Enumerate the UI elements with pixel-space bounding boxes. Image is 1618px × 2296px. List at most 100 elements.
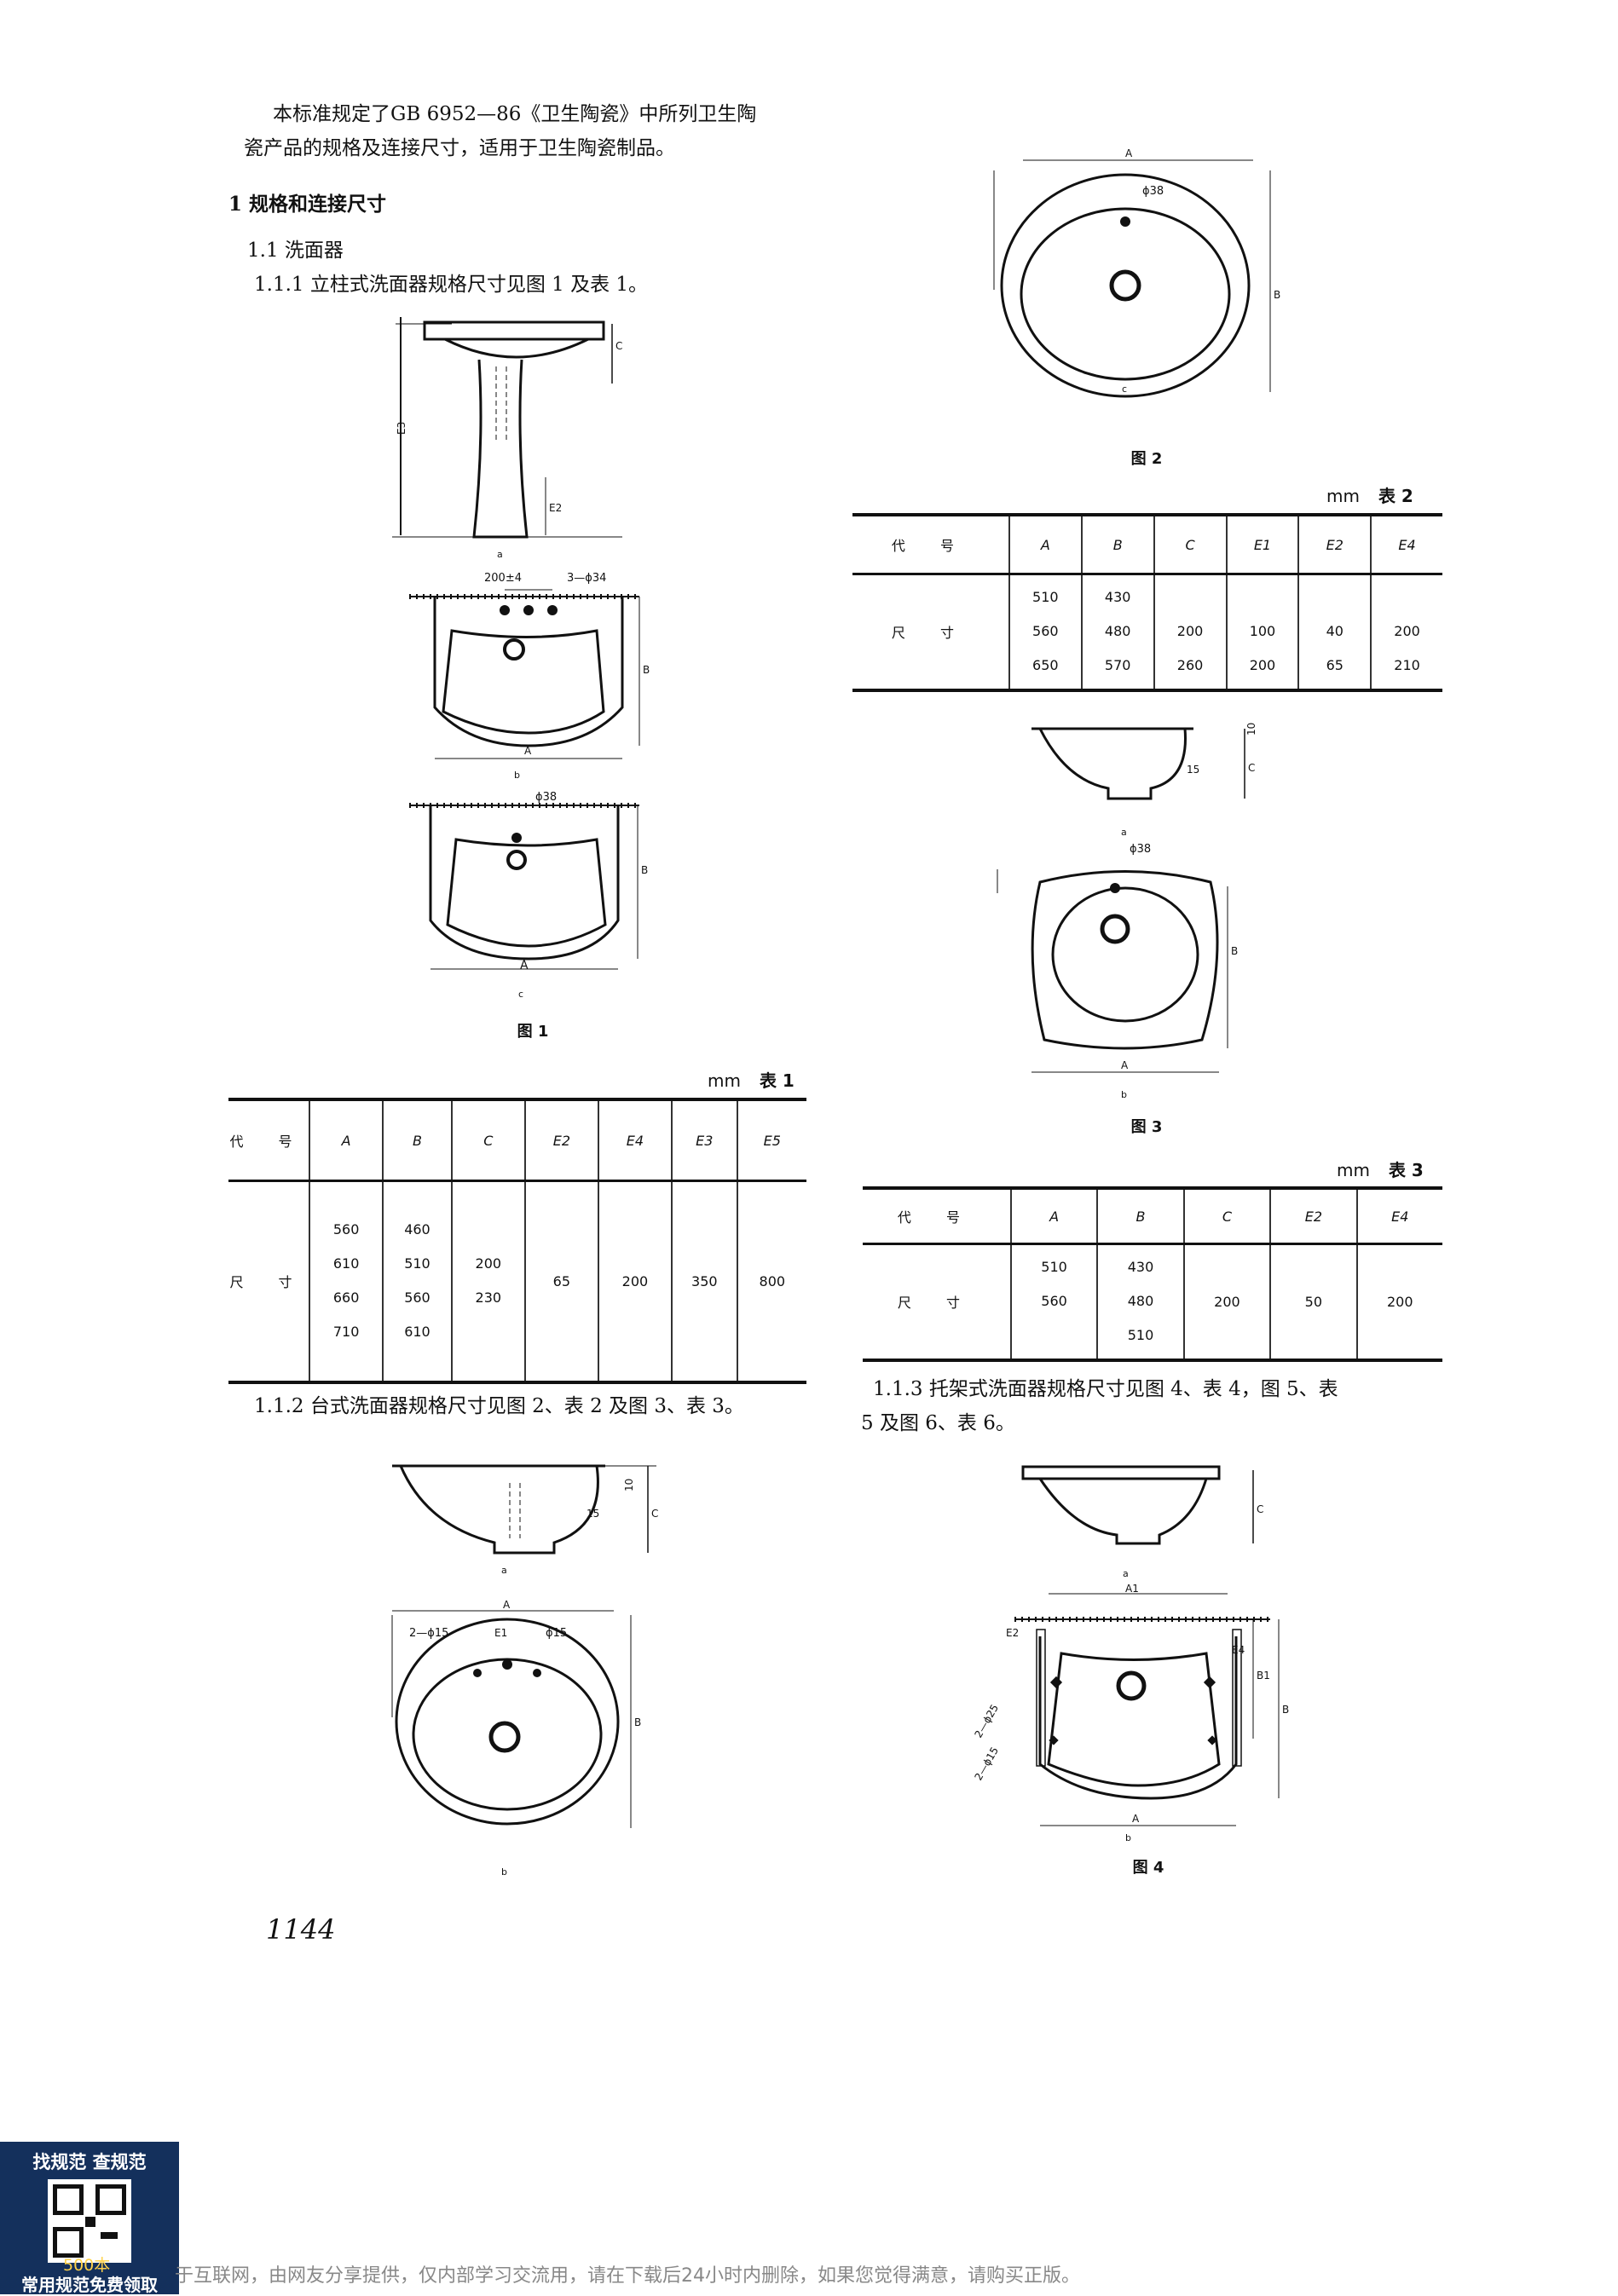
table1-header: B	[382, 1099, 452, 1181]
dim-a-1c: A	[520, 959, 529, 972]
table2-caption: mm 表 2	[1326, 482, 1413, 507]
figure-2a-countertop-side: 10 15 C	[392, 1464, 658, 1555]
figure-1-caption: 图 1	[517, 1023, 549, 1041]
dim-a-2b: A	[503, 1599, 511, 1611]
dim-b-2b: B	[634, 1716, 641, 1728]
table2-header: C	[1153, 515, 1227, 574]
table1-cell-e4: 200	[597, 1180, 673, 1382]
dim-phi-15: ϕ15	[546, 1627, 567, 1640]
subsection-1-1-3-line2: 5 及图 6、表 6。	[861, 1412, 1015, 1434]
dim-38-fig2: ϕ38	[1142, 185, 1164, 198]
table3-unit: mm	[1337, 1160, 1370, 1180]
subsection-1-1-1: 1.1.1 立柱式洗面器规格尺寸见图 1 及表 1。	[254, 274, 649, 296]
figure-1c-top-view: ϕ38 A B	[409, 791, 648, 972]
subsection-1-1-3-line1: 1.1.3 托架式洗面器规格尺寸见图 4、表 4，图 5、表	[873, 1378, 1338, 1400]
page-number: 1144	[266, 1913, 336, 1946]
dim-holes-15-4b: 2—ϕ15	[972, 1745, 1001, 1782]
dim-15-3a: 15	[1187, 764, 1199, 776]
dim-a-3b: A	[1121, 1059, 1129, 1071]
dim-e1-2b: E1	[494, 1627, 507, 1639]
table2-header: E2	[1297, 515, 1372, 574]
dim-10-3a: 10	[1245, 723, 1257, 736]
footer-disclaimer: 于互联网，由网友分享提供，仅内部学习交流用，请在下载后24小时内删除，如果您觉得…	[175, 2265, 1080, 2287]
table2-row-label: 尺 寸	[891, 625, 969, 642]
dim-c-4a: C	[1257, 1503, 1263, 1515]
table3-header: C	[1182, 1188, 1271, 1244]
table1-cell-e3: 350	[671, 1180, 737, 1382]
fig1-label-b: b	[514, 770, 520, 781]
table2-header: 代 号	[891, 538, 969, 554]
table3-header: B	[1096, 1188, 1184, 1244]
table2-header: E1	[1225, 515, 1299, 574]
fig2b-label-b: b	[501, 1866, 507, 1878]
table3-cell-e2: 50	[1269, 1243, 1357, 1360]
fig2-label-a: a	[501, 1565, 507, 1576]
table1-header: 代 号	[229, 1134, 308, 1150]
table3-header: 代 号	[897, 1209, 975, 1226]
dim-e5: E2	[549, 502, 562, 514]
dim-b-fig2: B	[1274, 289, 1280, 301]
dim-c: C	[615, 340, 622, 352]
fig3-label-a: a	[1121, 827, 1127, 838]
figure-3a-side: 10 15 C	[1031, 723, 1257, 800]
table3-row-label: 尺 寸	[897, 1295, 975, 1312]
table2-unit: mm	[1326, 486, 1360, 506]
dim-b-4b: B	[1282, 1704, 1289, 1716]
dim-e4-4b: E4	[1232, 1644, 1245, 1656]
table1-title: 表 1	[759, 1070, 795, 1091]
dim-a1-4b: A1	[1125, 1583, 1139, 1595]
qr-code-icon	[48, 2179, 131, 2263]
dim-a-1b: A	[524, 745, 532, 757]
figure-3-caption: 图 3	[1130, 1118, 1163, 1136]
figure-4b-bracket-top: A1 E2 E4 B1 B 2—ϕ25 2—ϕ15 A	[972, 1583, 1289, 1826]
figure-2-caption: 图 2	[1130, 450, 1163, 468]
table1-cell-e5: 800	[736, 1180, 806, 1382]
qr-banner[interactable]: 找规范 查规范 500本 常用规范免费领取	[0, 2142, 179, 2295]
table1-row-label: 尺 寸	[229, 1274, 308, 1291]
dim-b1-4b: B1	[1257, 1670, 1270, 1682]
table3-caption: mm 表 3	[1337, 1157, 1424, 1181]
dim-38-1c: ϕ38	[535, 791, 557, 804]
table1-caption: mm 表 1	[708, 1067, 795, 1092]
figure-2-oval-top: A ϕ38 B c	[993, 147, 1280, 398]
dim-a-4b: A	[1132, 1813, 1140, 1825]
dim-e3: E3	[396, 422, 407, 435]
dim-b-1c: B	[641, 864, 648, 876]
dim-holes-15: 2—ϕ15	[409, 1627, 448, 1640]
figure-4-caption: 图 4	[1132, 1859, 1164, 1877]
qr-banner-top: 找规范 查规范	[32, 2152, 147, 2172]
fig1-label-a: a	[497, 549, 503, 560]
figure-4a-bracket-side: C	[1021, 1465, 1263, 1545]
fig3-label-b: b	[1121, 1089, 1127, 1100]
table1-header: E4	[597, 1099, 673, 1181]
figure-1a-pedestal-side: E3 C E2	[392, 317, 622, 539]
dim-a-fig2: A	[1125, 147, 1133, 159]
dim-30: 10	[623, 1479, 635, 1491]
dim-b-1b: B	[643, 664, 650, 676]
qr-banner-count: 500本	[63, 2256, 111, 2275]
table1-unit: mm	[708, 1070, 741, 1091]
table3-title: 表 3	[1388, 1160, 1424, 1180]
section-heading: 1 规格和连接尺寸	[228, 193, 387, 216]
fig4-label-a: a	[1123, 1568, 1129, 1579]
table3-header: E2	[1269, 1188, 1357, 1244]
table3-header: A	[1009, 1188, 1098, 1244]
intro-line-1: 本标准规定了GB 6952—86《卫生陶瓷》中所列卫生陶	[273, 103, 757, 125]
table1-header: C	[450, 1099, 525, 1181]
table3-cell-e4: 200	[1355, 1243, 1442, 1360]
table2-title: 表 2	[1378, 486, 1413, 506]
dim-holes-25: 2—ϕ25	[972, 1702, 1001, 1739]
dim-38-3b: ϕ38	[1130, 843, 1151, 856]
dim-200: 200±4	[484, 572, 522, 585]
